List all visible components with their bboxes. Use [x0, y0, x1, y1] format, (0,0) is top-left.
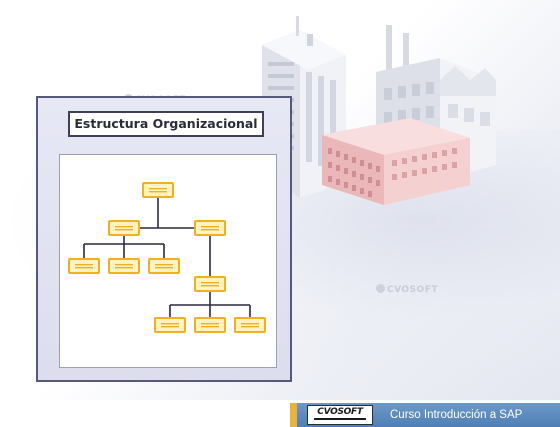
- org-node-ceo: [142, 182, 174, 198]
- org-chart-lines: [83, 197, 251, 318]
- panel-title: Estructura Organizacional: [68, 111, 264, 137]
- org-chart-canvas: [59, 154, 277, 368]
- org-node-sub-manager: [194, 276, 226, 292]
- logo-text: CVOSOFT: [317, 407, 363, 417]
- org-node-staff: [148, 258, 180, 274]
- org-node-staff: [194, 317, 226, 333]
- org-node-staff: [154, 317, 186, 333]
- course-title: Curso Introducción a SAP: [390, 409, 523, 421]
- watermark-logo: CVOSOFT: [376, 284, 438, 295]
- org-node-staff: [68, 258, 100, 274]
- org-node-manager-right: [194, 220, 226, 236]
- office-buildings-illustration: [262, 16, 496, 205]
- logo-underline: [314, 418, 366, 420]
- cvosoft-logo: CVOSOFT: [307, 405, 373, 425]
- banner-bar: CVOSOFT Curso Introducción a SAP: [297, 403, 560, 427]
- org-node-manager-left: [108, 220, 140, 236]
- pink-office-building: [322, 118, 470, 205]
- org-chart-diagram: [68, 182, 266, 333]
- org-structure-panel: Estructura Organizacional: [36, 96, 292, 382]
- banner-accent: [290, 403, 297, 427]
- course-banner: CVOSOFT Curso Introducción a SAP: [290, 403, 560, 427]
- org-node-staff: [108, 258, 140, 274]
- watermark-text: CVOSOFT: [387, 285, 438, 295]
- org-node-staff: [234, 317, 266, 333]
- watermark-icon: [376, 284, 385, 293]
